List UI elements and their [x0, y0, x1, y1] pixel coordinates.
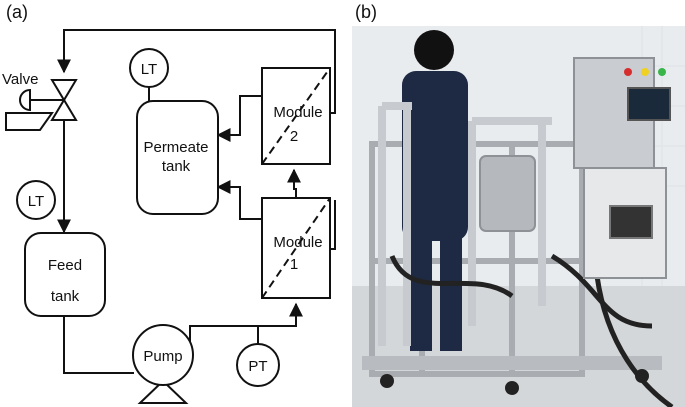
feed-tank	[24, 232, 106, 317]
pipe-module1-to-module2	[287, 168, 301, 198]
lt-feed-label: LT	[28, 193, 44, 210]
photo-icon	[352, 26, 685, 407]
pipe-module2-permeate	[216, 95, 262, 142]
lt-permeate-label: LT	[141, 61, 157, 78]
feed-tank-label-1: Feed	[48, 257, 82, 274]
pump	[132, 324, 194, 404]
pressure-transmitter	[236, 343, 280, 387]
pipe-pump-to-module1	[189, 302, 303, 342]
permeate-tank-label-1: Permeate	[143, 139, 208, 156]
permeate-tank	[136, 100, 219, 215]
module-2-label-1: Module	[273, 104, 322, 121]
module-2-label-2: 2	[290, 128, 298, 145]
module-1-membrane	[261, 197, 331, 299]
module-1-label-2: 1	[290, 256, 298, 273]
panel-label-a: (a)	[6, 2, 28, 22]
pipe-module1-permeate	[216, 180, 262, 220]
valve-label: Valve	[2, 71, 38, 88]
module-1-label-1: Module	[273, 234, 322, 251]
module-2-membrane	[261, 67, 331, 165]
feed-tank-label-2: tank	[51, 288, 80, 305]
valve	[5, 79, 78, 131]
permeate-tank-label-2: tank	[162, 158, 191, 175]
pump-label: Pump	[143, 348, 182, 365]
level-transmitter-feed	[16, 180, 56, 220]
pt-label: PT	[248, 358, 267, 375]
panel-label-b: (b)	[355, 2, 377, 22]
pipe-feed-to-pump	[63, 316, 134, 374]
process-diagram: Valve LT Permeate tank LT Feed tank Modu…	[2, 29, 336, 404]
pipe-module1-right	[330, 200, 336, 250]
